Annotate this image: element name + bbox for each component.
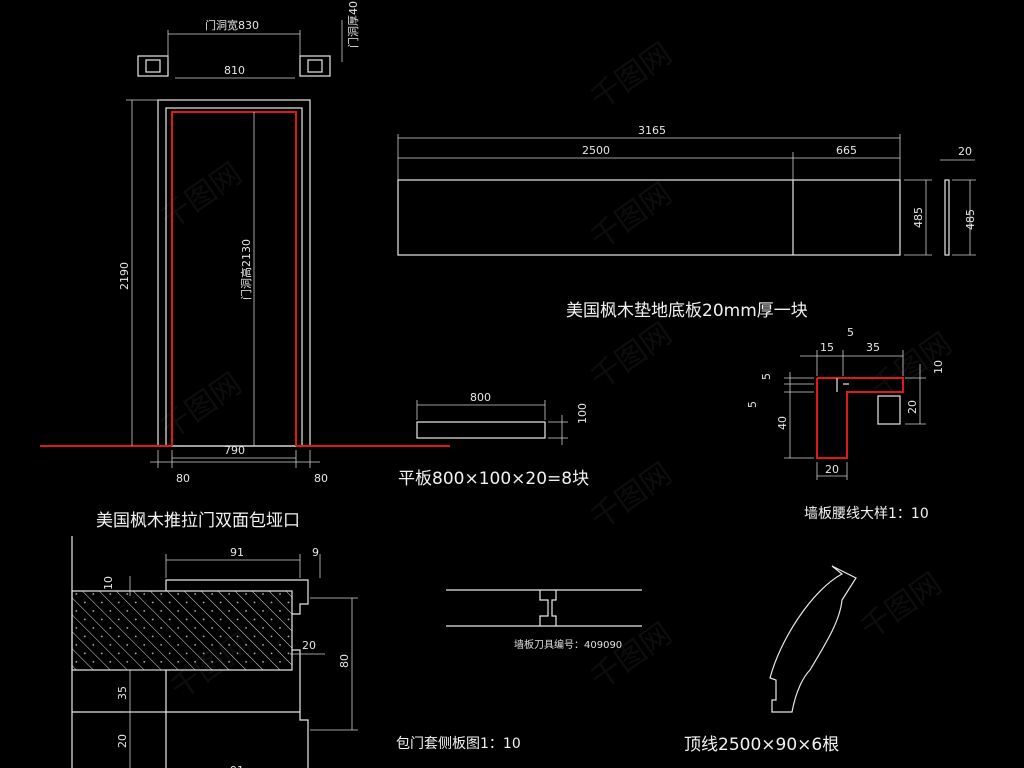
dim-c91: 91 (230, 546, 244, 559)
waistline-caption: 墙板腰线大样1：10 (804, 506, 929, 522)
crown-caption: 顶线2500×90×6根 (684, 735, 839, 755)
dim-c10: 10 (102, 576, 115, 590)
dim-w5a: 5 (760, 373, 773, 380)
dim-w35: 35 (866, 341, 880, 354)
crown-moulding: 顶线2500×90×6根 (684, 565, 857, 755)
dim-w5b: 5 (746, 401, 759, 408)
casing-caption: 包门套侧板图1：10 (396, 736, 521, 752)
watermark: 千图网 (585, 456, 679, 536)
watermark: 千图网 (585, 176, 679, 256)
dim-c9: 9 (312, 546, 319, 559)
waistline-detail: 15 5 35 5 5 40 10 20 20 墙板腰线大样1：10 (746, 326, 945, 522)
dim-c20b: 20 (116, 734, 129, 748)
door-elevation: 门洞宽830 810 门洞厚40 2190 门洞高2130 790 80 80 … (40, 1, 450, 531)
dim-c20a: 20 (302, 639, 316, 652)
watermark: 千图网 (155, 156, 249, 236)
dim-inner-width: 810 (224, 64, 245, 77)
flat-panel: 800 100 平板800×100×20=8块 (398, 391, 589, 489)
dim-board-height: 485 (912, 207, 925, 228)
dim-c80: 80 (338, 654, 351, 668)
dim-height: 2190 (118, 262, 131, 290)
tongue-groove-profile: 墙板刀具编号：409090 (446, 589, 642, 651)
base-board: 3165 2500 665 485 485 20 美国枫木垫地底板20mm厚一块 (397, 124, 977, 321)
dim-w20-bottom: 20 (825, 463, 839, 476)
dim-w5-top: 5 (847, 326, 854, 339)
dim-bottom-width: 790 (224, 444, 245, 457)
flat-panel-caption: 平板800×100×20=8块 (398, 469, 589, 489)
watermark: 千图网 (855, 566, 949, 646)
dim-side-height: 485 (964, 209, 977, 230)
dim-panel-width: 800 (470, 391, 491, 404)
dim-board-total: 3165 (638, 124, 666, 137)
dim-panel-height: 100 (576, 403, 589, 424)
dim-left-jamb: 80 (176, 472, 190, 485)
dim-w20-side: 20 (906, 400, 919, 414)
dim-w15: 15 (820, 341, 834, 354)
watermark: 千图网 (585, 316, 679, 396)
dim-wall-thickness: 门洞厚40 (346, 1, 360, 48)
watermark: 千图网 (585, 36, 679, 116)
dim-w40: 40 (776, 416, 789, 430)
watermark: 千图网 (155, 366, 249, 446)
watermark: 千图网 (585, 616, 679, 696)
casing-side-panel: 91 9 10 20 80 35 20 91 包门套侧板图1：10 (71, 536, 521, 768)
dim-board-part1: 2500 (582, 144, 610, 157)
dim-c91b: 91 (230, 764, 244, 768)
dim-right-jamb: 80 (314, 472, 328, 485)
dim-board-part2: 665 (836, 144, 857, 157)
board-caption: 美国枫木垫地底板20mm厚一块 (566, 301, 808, 321)
door-caption: 美国枫木推拉门双面包垭口 (96, 511, 300, 531)
dim-opening-height: 门洞高2130 (239, 239, 253, 300)
dim-opening-width: 门洞宽830 (205, 18, 259, 32)
dim-c35: 35 (116, 686, 129, 700)
tongue-caption: 墙板刀具编号：409090 (514, 638, 622, 651)
dim-side-thickness: 20 (958, 145, 972, 158)
dim-w10: 10 (932, 360, 945, 374)
